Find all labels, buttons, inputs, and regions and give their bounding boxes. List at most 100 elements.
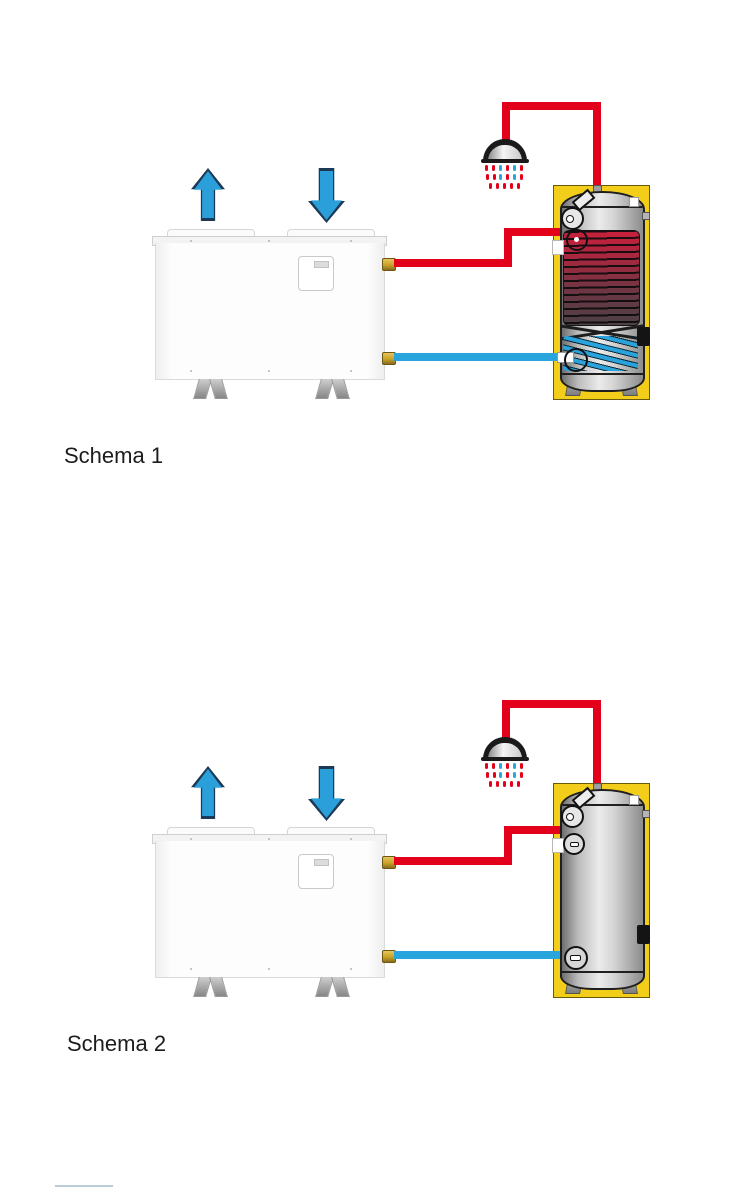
shower-spray <box>484 165 526 190</box>
shower-pipe-drop <box>502 700 510 742</box>
sensor-pocket <box>552 240 564 255</box>
heat-pump-foot <box>331 379 350 399</box>
page-edge-mark <box>55 1185 113 1187</box>
shower-head-base <box>481 757 529 761</box>
spray-drop <box>503 183 506 189</box>
shower-pipe-horizontal <box>502 102 601 110</box>
schema-2-diagram <box>0 688 754 1028</box>
tank-seam <box>562 373 643 375</box>
spray-drop <box>506 772 509 778</box>
spray-drop <box>520 772 523 778</box>
spray-drop <box>506 763 509 769</box>
hot-pipe-segment <box>504 826 512 865</box>
spray-drop <box>517 781 520 787</box>
heat-pump-body <box>155 841 385 978</box>
spray-drop <box>513 165 516 171</box>
shower-head-inner <box>488 743 522 759</box>
screw-dot <box>190 968 192 970</box>
tank-mid-port <box>563 833 585 855</box>
spray-drop <box>489 781 492 787</box>
spray-drop <box>499 165 502 171</box>
spray-drop <box>506 174 509 180</box>
screw-dot <box>350 370 352 372</box>
spray-drop <box>520 165 523 171</box>
screw-dot <box>268 370 270 372</box>
spray-drop <box>486 174 489 180</box>
screw-dot <box>268 968 270 970</box>
tank-top-port <box>629 197 639 207</box>
tank-side-fitting <box>642 212 650 220</box>
spray-drop <box>513 772 516 778</box>
spray-drop <box>499 763 502 769</box>
arrow-fill <box>311 171 342 220</box>
spray-drop <box>503 781 506 787</box>
spray-drop <box>489 183 492 189</box>
hot-pipe-segment <box>394 857 512 865</box>
shower-head-base <box>481 159 529 163</box>
spray-drop <box>517 183 520 189</box>
spray-drop <box>520 763 523 769</box>
arrow-fill <box>311 769 342 818</box>
spray-drop <box>496 183 499 189</box>
tank-bottom-port <box>564 348 588 372</box>
spray-drop <box>492 763 495 769</box>
cold-pipe <box>394 353 568 361</box>
tank-side-fitting <box>642 810 650 818</box>
air-in-arrow-icon <box>308 168 345 223</box>
schema-2-caption: Schema 2 <box>67 1031 167 1056</box>
tank-side-knob <box>637 327 650 346</box>
cold-pipe <box>394 951 568 959</box>
spray-drop <box>485 165 488 171</box>
schema-1-caption: Schema 1 <box>64 443 164 468</box>
spray-drop <box>499 772 502 778</box>
spray-drop <box>493 174 496 180</box>
air-out-arrow-icon <box>191 168 225 221</box>
spray-drop <box>485 763 488 769</box>
heat-pump-control-panel <box>298 256 334 291</box>
screw-dot <box>350 240 352 242</box>
arrow-fill <box>194 769 222 816</box>
screw-dot <box>268 838 270 840</box>
shower-head-inner <box>488 145 522 161</box>
control-display <box>314 859 329 866</box>
screw-dot <box>350 838 352 840</box>
spray-drop <box>506 165 509 171</box>
thermometer-icon <box>561 207 584 230</box>
spray-drop <box>496 781 499 787</box>
shower-pipe-horizontal <box>502 700 601 708</box>
spray-drop <box>486 772 489 778</box>
hot-pipe-segment <box>504 228 512 267</box>
spray-drop <box>510 781 513 787</box>
tank-side-knob <box>637 925 650 944</box>
screw-dot <box>268 240 270 242</box>
hot-pipe-segment <box>504 228 563 236</box>
screw-dot <box>190 240 192 242</box>
arrow-fill <box>194 171 222 218</box>
hot-pipe-segment <box>394 259 512 267</box>
spray-drop <box>513 763 516 769</box>
air-in-arrow-icon <box>308 766 345 821</box>
spray-drop <box>510 183 513 189</box>
thermometer-icon <box>561 805 584 828</box>
spray-drop <box>513 174 516 180</box>
spray-drop <box>520 174 523 180</box>
screw-dot <box>190 370 192 372</box>
spray-drop <box>499 174 502 180</box>
tank-top-pipe <box>593 105 601 191</box>
tank-seam <box>562 971 643 973</box>
tank-top-pipe <box>593 703 601 789</box>
heat-pump-body <box>155 243 385 380</box>
control-display <box>314 261 329 268</box>
heat-pump-foot <box>331 977 350 997</box>
shower-pipe-drop <box>502 102 510 144</box>
coil-inlet-port <box>566 229 588 251</box>
heat-pump-foot <box>209 977 228 997</box>
tank-seam <box>562 804 643 806</box>
tank-bottom-port <box>564 946 588 970</box>
heat-pump-control-panel <box>298 854 334 889</box>
screw-dot <box>350 968 352 970</box>
spray-drop <box>493 772 496 778</box>
tank-top-port <box>629 795 639 805</box>
hot-pipe-segment <box>504 826 563 834</box>
air-out-arrow-icon <box>191 766 225 819</box>
